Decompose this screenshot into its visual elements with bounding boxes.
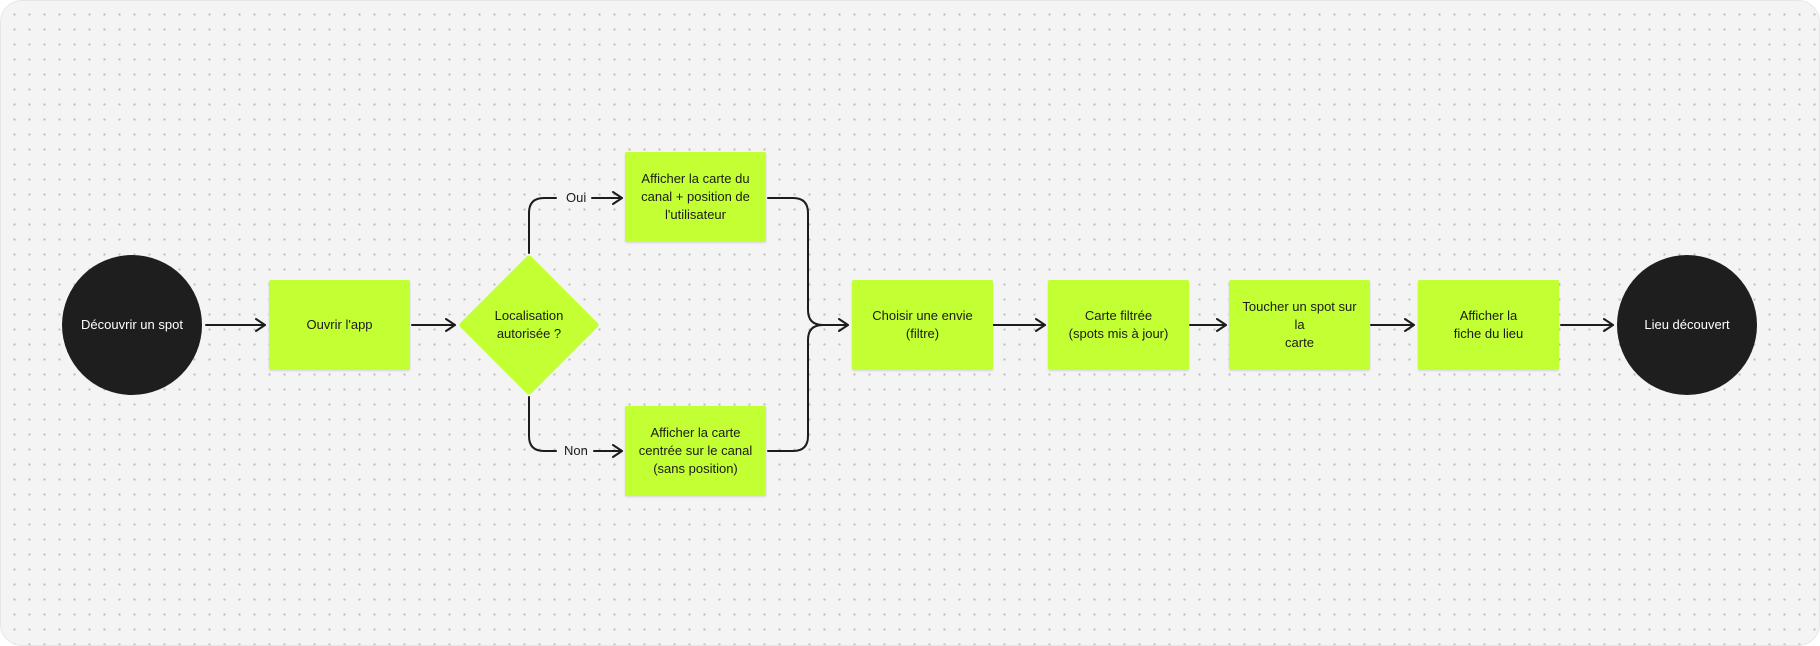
choose-craving-node: Choisir une envie (filtre) xyxy=(852,280,993,370)
open-app-label: Ouvrir l'app xyxy=(306,317,373,332)
tap-spot-node: Toucher un spot sur la carte xyxy=(1229,280,1370,370)
start-node: Découvrir un spot xyxy=(62,255,202,395)
end-node: Lieu découvert xyxy=(1617,255,1757,395)
edge-decision-yes xyxy=(528,197,557,254)
show-place-node: Afficher la fiche du lieu xyxy=(1418,280,1559,370)
edge-map-with-position-to-choose xyxy=(767,197,849,332)
edge-label-yes: Oui xyxy=(566,190,587,205)
edge-label-no: Non xyxy=(564,443,588,458)
filtered-map-node: Carte filtrée (spots mis à jour) xyxy=(1048,280,1189,370)
start-node-label: Découvrir un spot xyxy=(81,317,183,332)
map-with-position-node: Afficher la carte du canal + position de… xyxy=(625,152,766,242)
open-app-node: Ouvrir l'app xyxy=(269,280,410,370)
decision-label: Localisation autorisée ? xyxy=(494,308,564,341)
edge-map-centered-to-choose xyxy=(767,324,824,452)
map-centered-node: Afficher la carte centrée sur le canal (… xyxy=(625,406,766,496)
edge-decision-no xyxy=(528,396,557,452)
end-node-label: Lieu découvert xyxy=(1644,317,1730,332)
